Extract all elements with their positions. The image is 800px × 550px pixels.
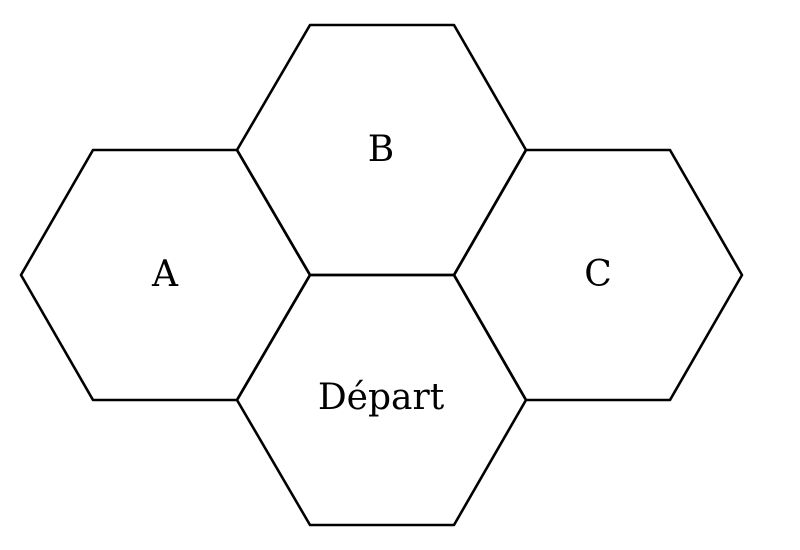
label-b: B (368, 129, 394, 170)
hexagon-depart (235, 273, 528, 527)
label-depart: Départ (318, 377, 445, 418)
label-c: C (584, 254, 612, 295)
label-a: A (151, 254, 179, 295)
